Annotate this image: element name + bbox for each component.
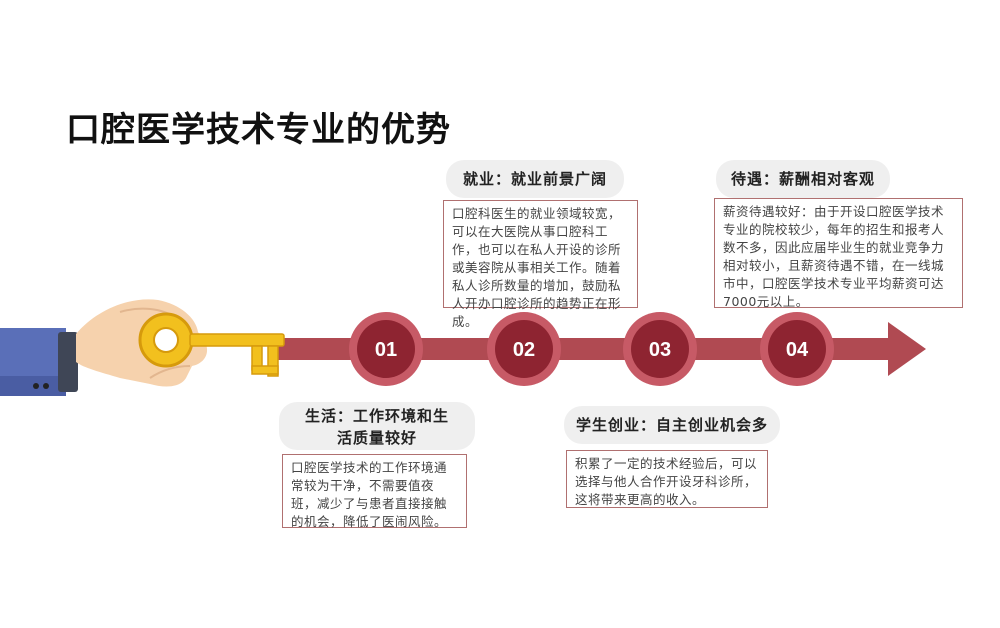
page-title: 口腔医学技术专业的优势 [66,110,451,150]
node-04: 04 [760,312,834,386]
node-01: 01 [349,312,423,386]
card-chuangye-heading: 学生创业：自主创业机会多 [564,406,780,444]
timeline-arrow-head [888,322,926,376]
card-shenghuo-body: 口腔医学技术的工作环境通常较为干净，不需要值夜班，减少了与患者直接接触的机会，降… [282,454,467,529]
card-shenghuo-heading: 生活：工作环境和生活质量较好 [279,402,475,450]
card-jiuye-body: 口腔科医生的就业领域较宽，可以在大医院从事口腔科工作，也可以在私人开设的诊所或美… [443,200,638,329]
node-02-label: 02 [513,339,535,361]
node-03-label: 03 [649,339,671,361]
card-daiyu-body: 薪资待遇较好：由于开设口腔医学技术专业的院校较少，每年的招生和报考人数不多，因此… [714,198,963,309]
node-02: 02 [487,312,561,386]
node-04-label: 04 [786,339,809,361]
golden-key-icon [138,312,285,377]
card-jiuye-heading: 就业：就业前景广阔 [446,160,624,198]
node-01-label: 01 [375,339,397,361]
node-03: 03 [623,312,697,386]
card-daiyu-heading: 待遇：薪酬相对客观 [716,160,890,198]
card-chuangye-body: 积累了一定的技术经验后，可以选择与他人合作开设牙科诊所，这将带来更高的收入。 [566,450,768,508]
timeline-arrow-shaft [270,338,900,360]
